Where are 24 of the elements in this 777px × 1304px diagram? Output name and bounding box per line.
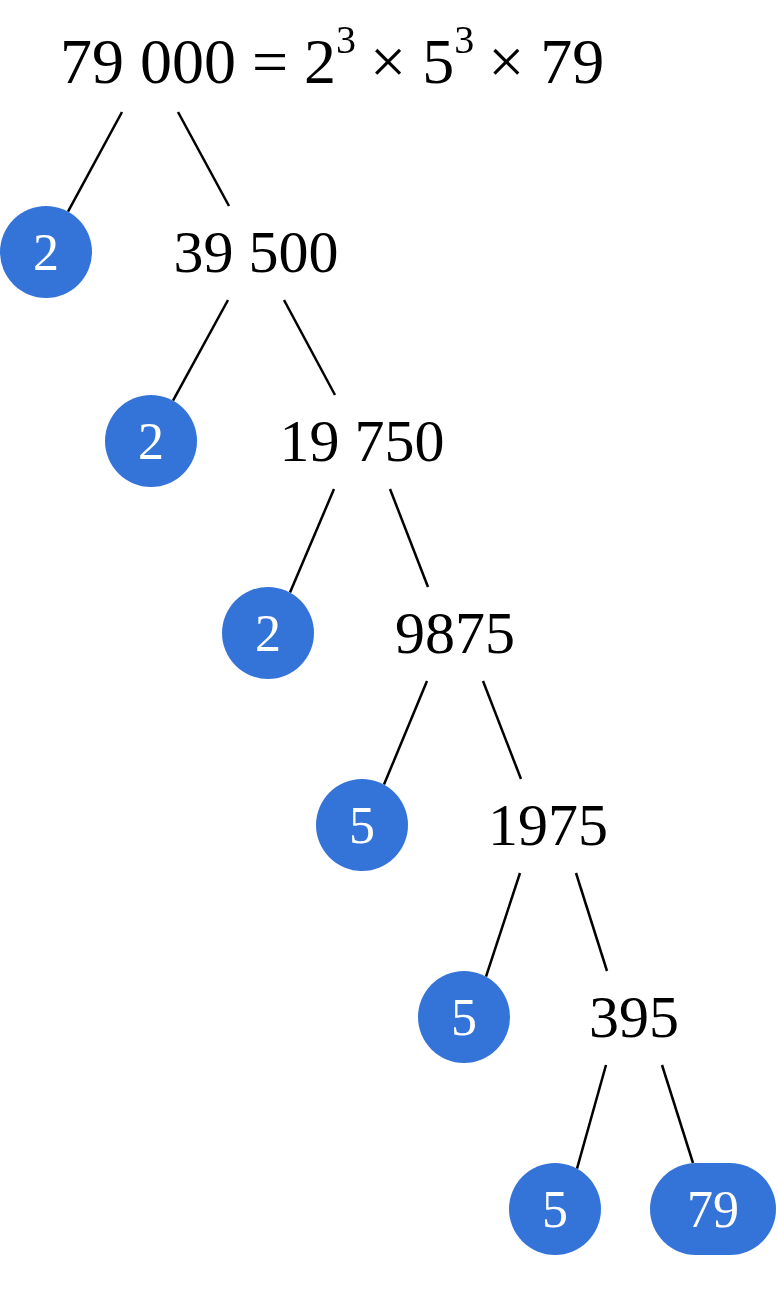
tree-branch-line	[574, 872, 609, 972]
tree-branch-line	[660, 1064, 695, 1164]
prime-factor-circle: 5	[316, 779, 408, 871]
tree-branch-line	[382, 680, 429, 786]
tree-branch-line	[176, 111, 231, 207]
prime-factor-pill: 79	[650, 1163, 776, 1255]
composite-number: 19 750	[262, 411, 462, 471]
tree-branch-line	[282, 299, 337, 396]
tree-branch-line	[171, 299, 230, 402]
prime-factor-circle: 2	[0, 206, 92, 298]
composite-number: 1975	[468, 795, 628, 855]
composite-number: 39 500	[156, 222, 356, 282]
composite-number: 9875	[375, 603, 535, 663]
tree-branch-line	[66, 111, 124, 213]
tree-branch-line	[484, 872, 522, 977]
tree-branch-line	[288, 488, 336, 594]
prime-factor-circle: 5	[509, 1163, 601, 1255]
prime-factor-circle: 5	[418, 971, 510, 1063]
prime-factor-circle: 2	[105, 395, 197, 487]
tree-branch-line	[575, 1064, 608, 1169]
composite-number: 395	[574, 987, 694, 1047]
tree-branch-line	[388, 488, 430, 588]
tree-branch-line	[481, 680, 523, 780]
prime-factor-circle: 2	[222, 587, 314, 679]
